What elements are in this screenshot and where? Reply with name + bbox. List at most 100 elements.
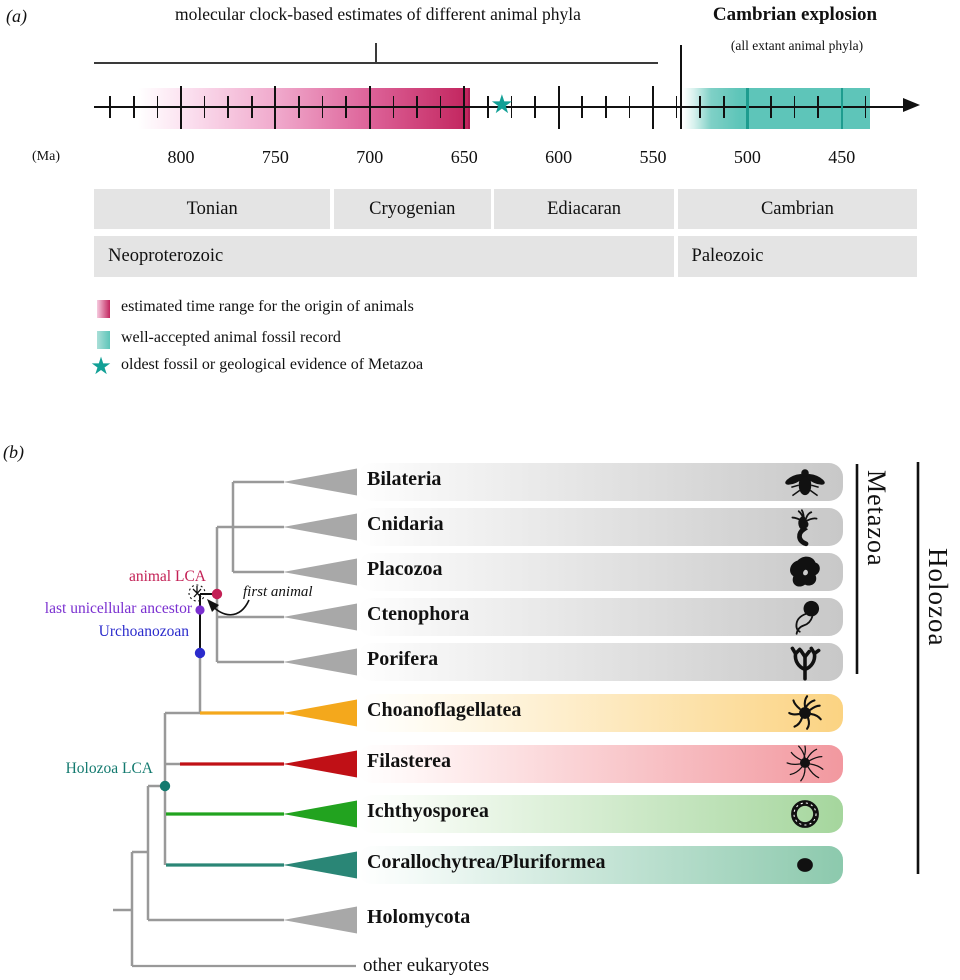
- clade-bar: [358, 846, 843, 884]
- node-label: Urchoanozoan: [98, 623, 189, 640]
- period-box-cambrian: Cambrian: [677, 189, 918, 229]
- axis-minor-tick: [132, 96, 135, 118]
- axis-tick-label: 550: [639, 147, 667, 167]
- blob-icon: [784, 551, 826, 593]
- panel-a-title: molecular clock-based estimates of diffe…: [175, 4, 581, 24]
- sponge-icon: [784, 641, 826, 683]
- cambrian-explosion-title: Cambrian explosion: [712, 4, 878, 25]
- clade-name: Filasterea: [367, 750, 452, 772]
- rosette-icon: [784, 692, 826, 734]
- ring-icon: [791, 800, 819, 828]
- clade-name: Porifera: [367, 648, 439, 670]
- sponge-icon: [790, 646, 821, 681]
- axis-minor-tick: [156, 96, 159, 118]
- clade-name: Ichthyosporea: [367, 800, 489, 822]
- clade-name: Holomycota: [367, 906, 471, 928]
- era-box-label: Paleozoic: [691, 246, 764, 266]
- axis-major-tick: [557, 86, 560, 129]
- clade-bar: [358, 643, 843, 681]
- time-axis-line: [94, 105, 904, 109]
- fly-icon: [784, 461, 826, 503]
- molecular-clock-bracket: [94, 62, 658, 64]
- axis-minor-tick: [864, 96, 867, 118]
- axis-minor-tick: [416, 96, 418, 118]
- first-animal-label: first animal: [243, 584, 313, 600]
- era-box-neoproterozoic: Neoproterozoic: [94, 236, 674, 277]
- axis-tick-label: 750: [261, 147, 289, 167]
- axis-major-tick: [746, 88, 749, 129]
- clade-bar: [358, 553, 843, 591]
- filopodia-cell-icon: [786, 745, 824, 782]
- axis-major-tick: [180, 86, 182, 129]
- blob-icon: [790, 556, 820, 587]
- axis-major-tick: [463, 86, 466, 129]
- axis-major-tick: [368, 86, 371, 129]
- axis-minor-tick: [534, 96, 536, 118]
- period-box-ediacaran: Ediacaran: [494, 189, 674, 229]
- axis-minor-tick: [345, 96, 348, 118]
- clade-name: Corallochytrea/Pluriformea: [367, 851, 606, 873]
- era-box-paleozoic: Paleozoic: [677, 236, 918, 277]
- axis-minor-tick: [203, 96, 206, 118]
- axis-minor-tick: [793, 96, 796, 118]
- axis-tick-label: 800: [167, 147, 195, 167]
- legend-item-label: estimated time range for the origin of a…: [121, 298, 414, 315]
- axis-minor-tick: [722, 96, 725, 118]
- clade-bar: [358, 795, 843, 833]
- clade-name: Choanoflagellatea: [367, 699, 522, 721]
- legend: estimated time range for the origin of a…: [0, 0, 960, 430]
- other-eukaryotes-label: other eukaryotes: [363, 955, 490, 976]
- axis-minor-tick: [227, 96, 230, 118]
- axis-major-tick: [652, 86, 654, 129]
- panel-b-label: (b): [3, 442, 24, 462]
- axis-minor-tick: [298, 96, 300, 118]
- axis-minor-tick: [486, 96, 489, 118]
- clade-bar: [358, 745, 843, 783]
- molecular-clock-bracket-tick: [375, 43, 377, 62]
- axis-tick-label: 600: [545, 147, 573, 167]
- fossil-record-bar: [683, 88, 871, 129]
- panel-a-label: (a): [6, 6, 27, 26]
- period-box-cryogenian: Cryogenian: [333, 189, 491, 229]
- node-label: last unicellular ancestor: [44, 600, 192, 617]
- node-label: animal LCA: [128, 568, 206, 585]
- hydra-icon: [784, 506, 826, 548]
- node-label: Holozoa LCA: [65, 760, 153, 777]
- axis-minor-tick: [439, 96, 442, 118]
- axis-major-tick: [274, 86, 277, 129]
- legend-item-label: well-accepted animal fossil record: [121, 329, 341, 346]
- clade-bar: [358, 598, 843, 636]
- origin-range-bar: [137, 88, 470, 129]
- era-box-label: Neoproterozoic: [108, 246, 224, 266]
- time-axis-arrowhead: [903, 98, 920, 113]
- axis-minor-tick: [321, 96, 324, 118]
- clade-name: Ctenophora: [367, 603, 470, 625]
- axis-minor-tick: [510, 96, 513, 118]
- axis-minor-tick: [250, 96, 253, 118]
- legend-item-label: oldest fossil or geological evidence of …: [121, 356, 424, 373]
- star-swatch: ★: [90, 354, 112, 380]
- axis-unit-label: (Ma): [32, 149, 60, 164]
- axis-minor-tick: [392, 96, 395, 118]
- comb-jelly-icon: [784, 596, 826, 638]
- clade-bar: [358, 694, 843, 732]
- axis-minor-tick: [109, 96, 112, 118]
- teal-swatch: [97, 331, 110, 349]
- axis-tick-label: 500: [733, 147, 761, 167]
- cambrian-explosion-subtitle: (all extant animal phyla): [730, 38, 864, 53]
- pink-gradient-swatch: [97, 300, 110, 318]
- axis-minor-tick: [675, 96, 678, 118]
- axis-tick-label: 650: [450, 147, 478, 167]
- clade-name: Placozoa: [367, 558, 443, 580]
- clade-name: Cnidaria: [367, 513, 444, 535]
- rosette-icon: [788, 695, 822, 730]
- clade-bar: [358, 508, 843, 546]
- metazoa-group-label: Metazoa: [862, 470, 891, 567]
- axis-minor-tick: [817, 96, 820, 118]
- axis-major-tick: [840, 88, 844, 129]
- period-box-tonian: Tonian: [94, 189, 331, 229]
